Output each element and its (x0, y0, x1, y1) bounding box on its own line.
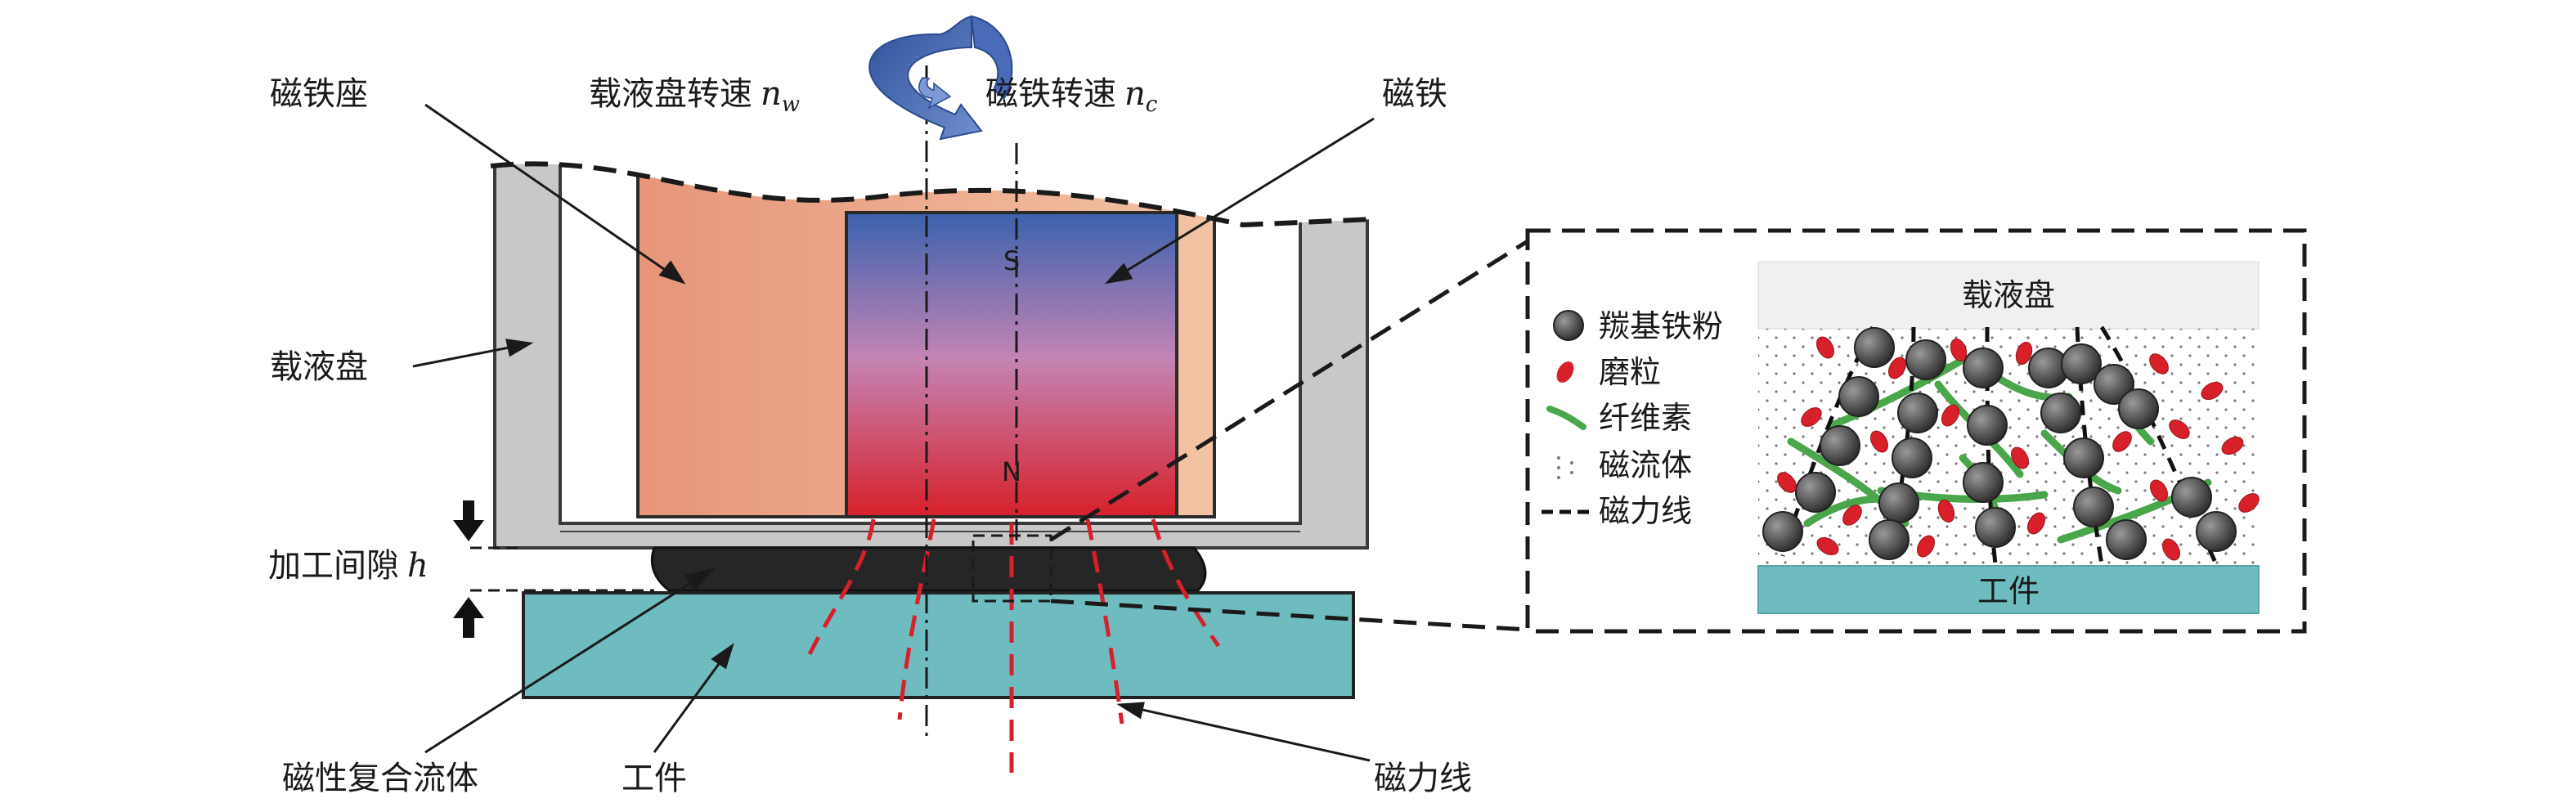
magnet (845, 211, 1178, 518)
abrasive-particle (2011, 446, 2029, 469)
legend-iron-icon (1553, 310, 1584, 341)
abrasive-particle (1941, 404, 1959, 427)
field-line-1 (807, 518, 876, 656)
inset-panel: 载液盘 工件 (1525, 228, 2307, 634)
label-workpiece: 工件 (622, 760, 687, 797)
abrasive-particle (2149, 353, 2169, 375)
abrasive-particle (1816, 537, 1839, 555)
carbonyl-iron-particle (2063, 437, 2104, 478)
abrasive-particle (2015, 341, 2033, 366)
legend-fluid-label: 磁流体 (1599, 447, 1692, 483)
abrasive-particle (1816, 336, 1834, 359)
abrasive-particle (1801, 407, 1822, 427)
carbonyl-iron-particle (1963, 348, 2004, 388)
carbonyl-iron-particle (1838, 376, 1879, 417)
carbonyl-iron-particle (1762, 511, 1803, 552)
abrasive-particle (1950, 338, 1968, 362)
workpiece (522, 591, 1355, 699)
label-field-lines: 磁力线 (1374, 760, 1472, 797)
inset-carrier-label: 载液盘 (1962, 277, 2055, 313)
abrasive-particle (2201, 382, 2224, 400)
fiber (1803, 495, 1885, 527)
top-boundary-dashed (490, 161, 1375, 228)
abrasive-particle (2027, 512, 2045, 535)
inset-workpiece-label: 工件 (1977, 573, 2040, 609)
carbonyl-iron-particle (2106, 519, 2147, 560)
legend-fluid-icon (1557, 456, 1573, 479)
leader-mcf (424, 568, 712, 754)
field-line-2 (897, 518, 936, 720)
carbonyl-iron-particle (2061, 343, 2102, 384)
carbonyl-iron-particle (1967, 405, 2008, 446)
carbonyl-iron-particle (2073, 487, 2114, 527)
carbonyl-iron-particle (1854, 327, 1895, 368)
abrasive-particle (2238, 493, 2260, 513)
carrier-disk (493, 164, 1369, 550)
legend-field-line-label: 磁力线 (1599, 493, 1692, 529)
field-line-4 (1085, 518, 1124, 725)
leader-magnet-seat (424, 103, 684, 284)
mcf-fluid (650, 546, 1207, 592)
abrasive-particle (2112, 431, 2132, 452)
legend-fiber-label: 纤维素 (1599, 400, 1692, 436)
abrasive-particle (2169, 419, 2190, 439)
label-mcf: 磁性复合流体 (282, 760, 478, 797)
inset-abrasives (1777, 336, 2260, 561)
fiber (1828, 356, 1967, 429)
legend-abrasive-label: 磨粒 (1599, 354, 1661, 390)
carbonyl-iron-particle (1963, 462, 2004, 503)
abrasive-particle (1937, 499, 1955, 523)
carbonyl-iron-particle (2040, 393, 2081, 433)
label-magnet-seat: 磁铁座 (270, 75, 368, 113)
carbonyl-iron-particle (1795, 472, 1836, 513)
leader-field-lines (1120, 703, 1371, 762)
field-line-5 (1151, 518, 1221, 648)
carbonyl-iron-particle (1869, 519, 1910, 560)
leader-magnet (1107, 117, 1375, 284)
abrasive-particle (1888, 357, 1906, 379)
abrasive-particle (2150, 479, 2168, 502)
carbonyl-iron-particle (1820, 425, 1860, 466)
abrasive-particle (1777, 472, 1797, 493)
label-magnet: 磁铁 (1382, 75, 1447, 113)
inset-iron-particles (1762, 327, 2237, 560)
inset-legend: 羰基铁粉 磨粒 纤维素 磁流体 磁力线 (1542, 308, 1723, 529)
abrasive-particle (2221, 437, 2244, 455)
zoom-source-box (972, 534, 1052, 603)
carbonyl-iron-particle (2094, 364, 2134, 405)
carbonyl-iron-particle (1878, 482, 1919, 523)
gap-arrow-up (453, 597, 484, 638)
legend-abrasive-icon (1556, 361, 1574, 383)
legend-iron-label: 羰基铁粉 (1599, 308, 1723, 344)
rotation-arrow-icon (868, 15, 1013, 141)
leader-lines (412, 103, 1375, 762)
pole-n-label: N (1002, 456, 1021, 487)
gap-arrow-down (453, 500, 484, 541)
carbonyl-iron-particle (1905, 339, 1946, 380)
carbonyl-iron-particle (2196, 511, 2237, 552)
carbonyl-iron-particle (2171, 477, 2212, 518)
label-carrier-disk: 载液盘 (270, 348, 368, 386)
abrasive-particle (1870, 430, 1888, 453)
zoom-connector (972, 239, 1529, 632)
carbonyl-iron-particle (1975, 507, 2016, 548)
abrasive-particle (2162, 538, 2180, 561)
main-apparatus: S N (268, 15, 1472, 797)
carbonyl-iron-particle (1892, 437, 1932, 478)
inset-workpiece (1757, 565, 2260, 614)
abrasive-particle (1917, 535, 1935, 558)
inset-carrier-disk (1757, 261, 2260, 330)
carbonyl-iron-particle (2118, 388, 2159, 429)
field-lines (807, 518, 1221, 773)
gap-arrows (453, 500, 484, 638)
carbonyl-iron-particle (1897, 393, 1938, 433)
legend-fiber-icon (1546, 406, 1586, 430)
abrasive-particle (1842, 505, 1862, 526)
